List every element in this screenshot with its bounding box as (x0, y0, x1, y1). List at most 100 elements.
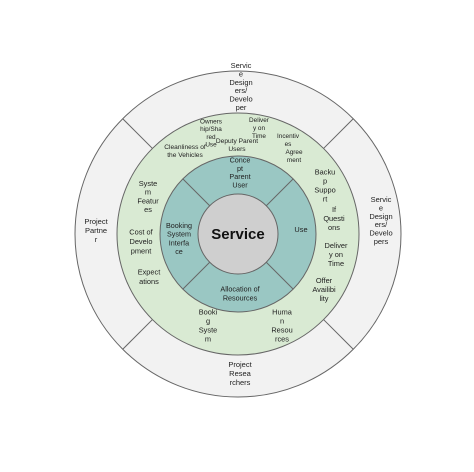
middle-label-if-questions-line: If (332, 205, 337, 214)
middle-label-ownership-line: red (206, 133, 216, 140)
outer-divider-1 (323, 118, 354, 149)
inner-label-booking-interface-line: System (167, 230, 191, 239)
outer-divider-4 (323, 319, 354, 350)
middle-label-cost-line: pment (131, 246, 152, 255)
middle-label-booking-line: m (205, 334, 211, 343)
outer-label-right-line: e (379, 203, 383, 212)
outer-divider-2 (122, 118, 153, 149)
middle-label-human-line: rces (275, 334, 289, 343)
inner-divider-1 (265, 178, 294, 207)
middle-label-expectations-line: ations (139, 277, 159, 286)
middle-label-cleanliness-line: Cleanliness of (164, 144, 206, 151)
outer-label-top-line: Develo (229, 95, 252, 104)
middle-label-incentives-line: Incentiv (277, 133, 300, 140)
middle-label-system-features-line: es (144, 205, 152, 214)
outer-label-bottom-line: Resea (229, 369, 252, 378)
middle-label-ownership-line: Use (205, 141, 217, 148)
inner-divider-2 (182, 178, 211, 207)
middle-label-offer-line: lity (319, 294, 328, 303)
middle-label-offer-line: Offer (316, 276, 333, 285)
middle-label-if-questions-line: ons (328, 223, 340, 232)
inner-label-booking-interface-line: ce (175, 247, 183, 256)
middle-label-ownership-line: Owners (200, 118, 222, 125)
middle-label-cost-line: Cost of (129, 227, 153, 236)
inner-label-allocation-line: Allocation of (220, 285, 259, 294)
core-circle (197, 193, 279, 275)
inner-divider-3 (182, 261, 211, 290)
middle-label-system-features-line: Featur (137, 196, 159, 205)
middle-label-offer-line: Availibi (312, 285, 336, 294)
middle-label-human-line: Resou (271, 325, 292, 334)
core-label: Service (211, 226, 264, 243)
outer-label-right-line: ers/ (375, 220, 388, 229)
middle-label-backup-line: rt (323, 194, 328, 203)
middle-label-delivery-right-line: Time (328, 259, 344, 268)
middle-label-backup-line: Suppo (314, 185, 335, 194)
middle-label-booking-line: Booki (199, 307, 218, 316)
middle-label-delivery-top-line: y on (253, 125, 266, 132)
inner-label-concept-line: Conce (230, 155, 251, 164)
middle-label-if-questions-line: Questi (323, 214, 345, 223)
outer-label-right-line: Servic (371, 195, 392, 204)
outer-label-left-line: r (95, 235, 98, 244)
outer-label-top-line: Design (229, 78, 252, 87)
outer-label-left-line: Project (84, 217, 108, 226)
middle-label-human-line: n (280, 316, 284, 325)
outer-label-bottom-line: Project (228, 360, 252, 369)
inner-label-concept-line: User (232, 181, 248, 190)
outer-label-top-line: ers/ (235, 86, 248, 95)
outer-label-top-line: Servic (231, 61, 252, 70)
middle-label-delivery-top-line: Time (252, 132, 266, 139)
middle-label-human-line: Huma (272, 307, 293, 316)
middle-label-delivery-right-line: y on (329, 250, 343, 259)
middle-label-cost-line: Develo (129, 237, 152, 246)
middle-label-booking-line: Syste (199, 325, 217, 334)
outer-label-top-line: e (239, 69, 243, 78)
inner-label-concept-line: Parent (229, 172, 250, 181)
middle-label-backup-line: Backu (315, 167, 336, 176)
outer-label-bottom-line: rchers (230, 378, 251, 387)
outer-label-right-line: Develo (369, 229, 392, 238)
middle-label-system-features-line: m (145, 188, 151, 197)
inner-label-booking-interface-line: Interfa (169, 238, 189, 247)
middle-label-ownership-line: hip/Sha (200, 126, 222, 133)
outer-label-right-line: pers (374, 237, 389, 246)
middle-label-cleanliness-line: the Vehicles (167, 152, 203, 159)
middle-label-delivery-right-line: Deliver (325, 241, 349, 250)
middle-label-delivery-top-line: Deliver (249, 117, 270, 124)
middle-label-booking-line: g (206, 316, 210, 325)
middle-label-deputy-line: Deputy Parent (216, 138, 258, 145)
middle-label-expectations-line: Expect (138, 267, 161, 276)
inner-label-allocation-line: Resources (223, 293, 258, 302)
middle-label-agreement-line: Agree (285, 149, 302, 156)
inner-label-booking-interface-line: Booking (166, 221, 192, 230)
middle-label-deputy-line: Users (228, 146, 246, 153)
outer-label-right-line: Design (369, 212, 392, 221)
outer-label-left-line: Partne (85, 226, 107, 235)
inner-divider-4 (265, 261, 294, 290)
inner-label-use: Use (294, 225, 307, 234)
inner-label-concept-line: pt (237, 164, 243, 173)
